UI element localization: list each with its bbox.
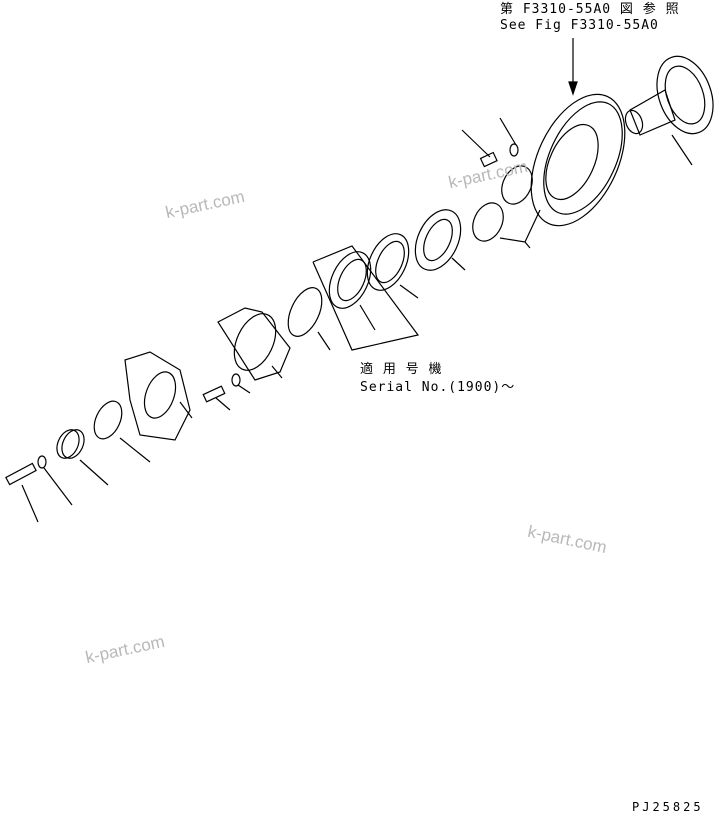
washer-middle [231, 373, 251, 394]
reference-note-en: See Fig F3310-55A0 [500, 18, 659, 33]
serial-note-en: Serial No.(1900)～ [360, 380, 516, 395]
o-ring-middle [287, 287, 331, 351]
oil-seal [328, 251, 376, 331]
drawing-id: PJ25825 [632, 800, 704, 814]
coupling-flange [124, 351, 193, 441]
pinion-shaft [624, 55, 714, 166]
shims [472, 165, 541, 249]
bolt-middle [202, 385, 231, 411]
washer-lower [37, 455, 73, 506]
bolt-upper [461, 129, 498, 168]
ring-gear [530, 93, 626, 227]
bolt-lower [5, 462, 39, 523]
bearing-cage [217, 307, 291, 381]
end-cap [56, 429, 109, 486]
serial-bracket [312, 245, 420, 351]
reference-arrowhead [568, 81, 578, 96]
washer-upper [499, 117, 519, 157]
reference-note-jp: 第 F3310-55A0 図 参 照 [500, 2, 680, 17]
bearing-race [366, 233, 419, 299]
serial-note-jp: 適 用 号 機 [360, 362, 443, 377]
o-ring-lower [93, 400, 151, 463]
bearing [414, 209, 466, 271]
